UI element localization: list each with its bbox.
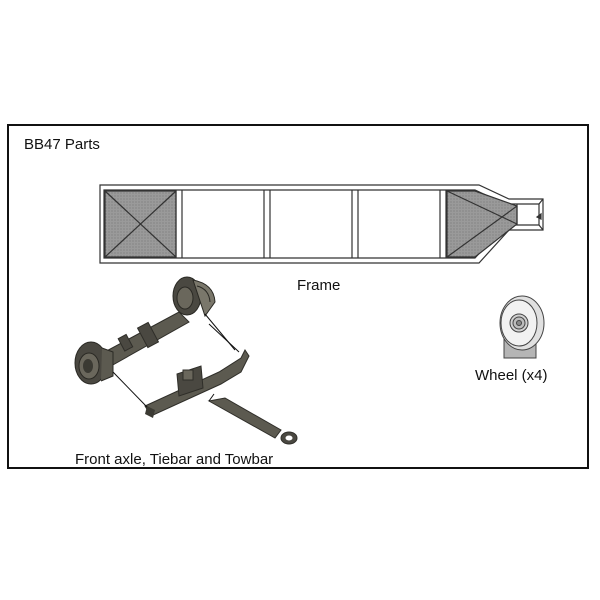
frame-label: Frame <box>297 277 341 294</box>
right-hub-icon <box>172 276 216 318</box>
parts-panel: BB47 Parts <box>7 124 589 469</box>
left-hub-icon <box>74 341 114 385</box>
wheel-icon <box>499 295 545 359</box>
frame-drawing <box>74 184 545 445</box>
axle-label: Front axle, Tiebar and Towbar <box>75 451 274 468</box>
frame-outline <box>99 184 544 264</box>
panel-title: BB47 Parts <box>24 136 100 153</box>
axle-assembly-drawing <box>74 276 298 445</box>
wheel-label: Wheel (x4) <box>475 367 548 384</box>
